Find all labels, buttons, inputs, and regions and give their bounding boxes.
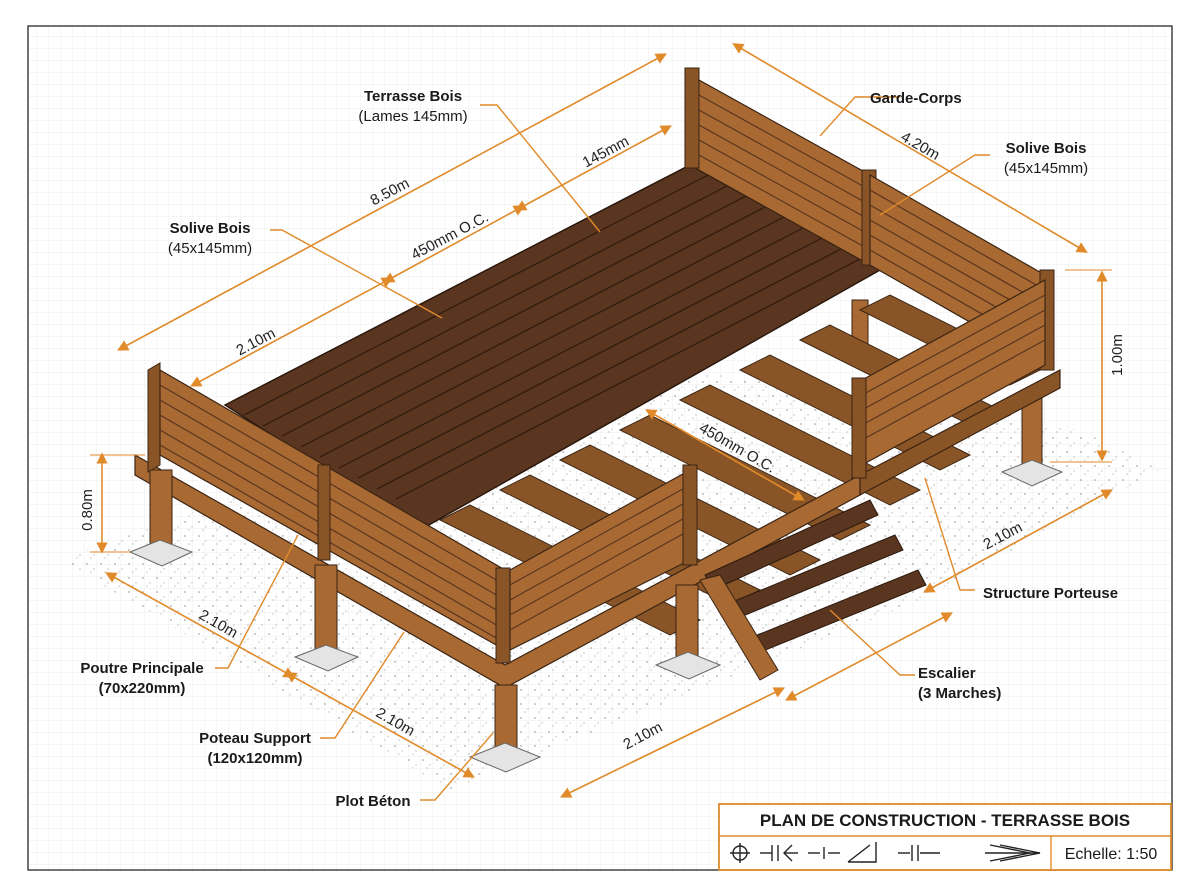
label-plot-beton: Plot Béton [336,793,411,810]
label-solive-bois-right-sub: (45x145mm) [1004,160,1088,177]
label-poteau-support: Poteau Support [199,730,311,747]
concrete-footing [128,539,194,567]
label-structure-porteuse: Structure Porteuse [983,585,1118,602]
dimension-lines [90,43,1113,798]
label-poteau-support-sub: (120x120mm) [207,750,302,767]
dim-height-left: 0.80m [79,489,96,531]
label-poutre-principale-sub: (70x220mm) [99,680,186,697]
component-labels: Terrasse Bois (Lames 145mm) Garde-Corps … [80,88,1118,810]
label-solive-bois-left-sub: (45x145mm) [168,240,252,257]
post [314,564,338,656]
drawing-symbols [730,842,1041,863]
angle-symbol-icon [847,842,877,863]
label-solive-bois-right: Solive Bois [1006,140,1087,157]
title-block: PLAN DE CONSTRUCTION - TERRASSE BOIS Ech… [718,803,1172,871]
label-escalier: Escalier [918,665,976,682]
title-block-scale: Echelle: 1:50 [1065,846,1158,863]
dim-height-right: 1.00m [1109,334,1126,376]
title-block-title: PLAN DE CONSTRUCTION - TERRASSE BOIS [760,811,1130,830]
dim-line-width [732,43,1088,253]
direction-arrow-icon [985,844,1041,862]
leader-lines [215,96,990,801]
spacing-symbol-icon [808,847,840,859]
label-poutre-principale: Poutre Principale [80,660,203,677]
label-terrasse-bois: Terrasse Bois [364,88,462,105]
label-escalier-sub: (3 Marches) [918,685,1001,702]
gap-symbol-icon [898,845,940,861]
label-garde-corps: Garde-Corps [870,90,962,107]
dimension-symbol-icon [760,844,798,862]
label-terrasse-bois-sub: (Lames 145mm) [358,108,467,125]
post [149,469,173,551]
label-solive-bois-left: Solive Bois [170,220,251,237]
